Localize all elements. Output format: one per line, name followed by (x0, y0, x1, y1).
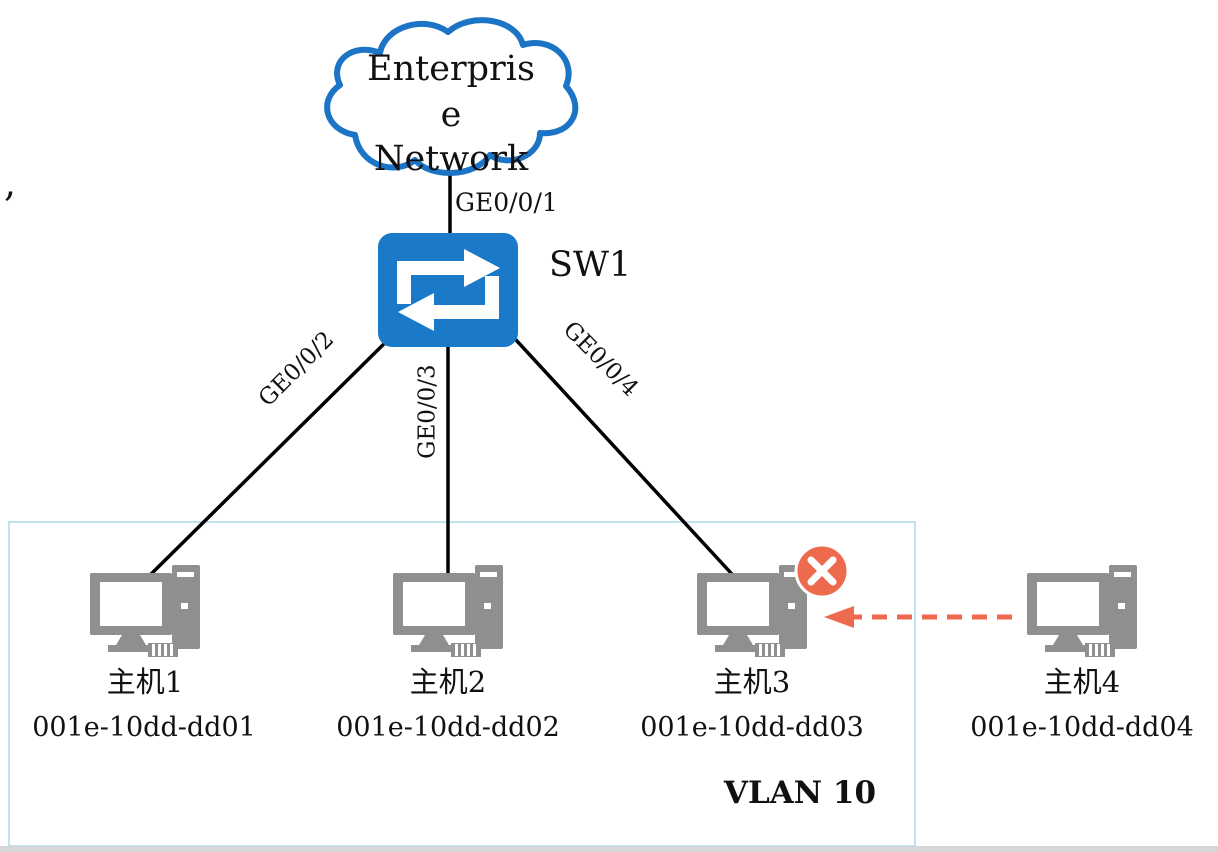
host3-name: 主机3 (713, 665, 791, 699)
port-label-ge0-0-1: GE0/0/1 (455, 188, 558, 217)
blocked-traffic-arrow (824, 606, 1012, 628)
blocked-arrow-head (824, 606, 854, 628)
host4-mac: 001e-10dd-dd04 (970, 712, 1194, 743)
host1-mac: 001e-10dd-dd01 (32, 712, 256, 743)
cloud-label-line3: Network (373, 139, 529, 179)
link-sw1-host1 (138, 328, 400, 587)
switch-arrow-right-shaft (397, 261, 466, 304)
switch-arrow-left-head (398, 293, 434, 331)
host4-icon (1025, 563, 1145, 663)
switch-arrow-right-head (464, 249, 500, 287)
host2-mac: 001e-10dd-dd02 (336, 712, 560, 743)
switch-arrow-left-shaft (432, 276, 499, 319)
vlan-label: VLAN 10 (723, 775, 877, 811)
host3-mac: 001e-10dd-dd03 (640, 712, 864, 743)
host4-name: 主机4 (1043, 665, 1121, 699)
bottom-edge-strip (0, 846, 1218, 852)
cloud-label-line2: e (440, 95, 462, 135)
host2-name: 主机2 (409, 665, 487, 699)
switch-name: SW1 (549, 245, 632, 285)
host2-icon (391, 563, 511, 663)
cloud-label-line1: Enterpris (367, 49, 535, 89)
host1-icon (88, 563, 208, 663)
cloud-icon (324, 17, 579, 176)
host1-name: 主机1 (106, 665, 184, 699)
blocked-x-icon (794, 543, 850, 599)
port-label-ge0-0-3: GE0/0/3 (414, 364, 441, 459)
link-sw1-host3 (503, 326, 744, 587)
switch-icon (378, 233, 518, 347)
stray-comma-text: , (4, 161, 17, 205)
